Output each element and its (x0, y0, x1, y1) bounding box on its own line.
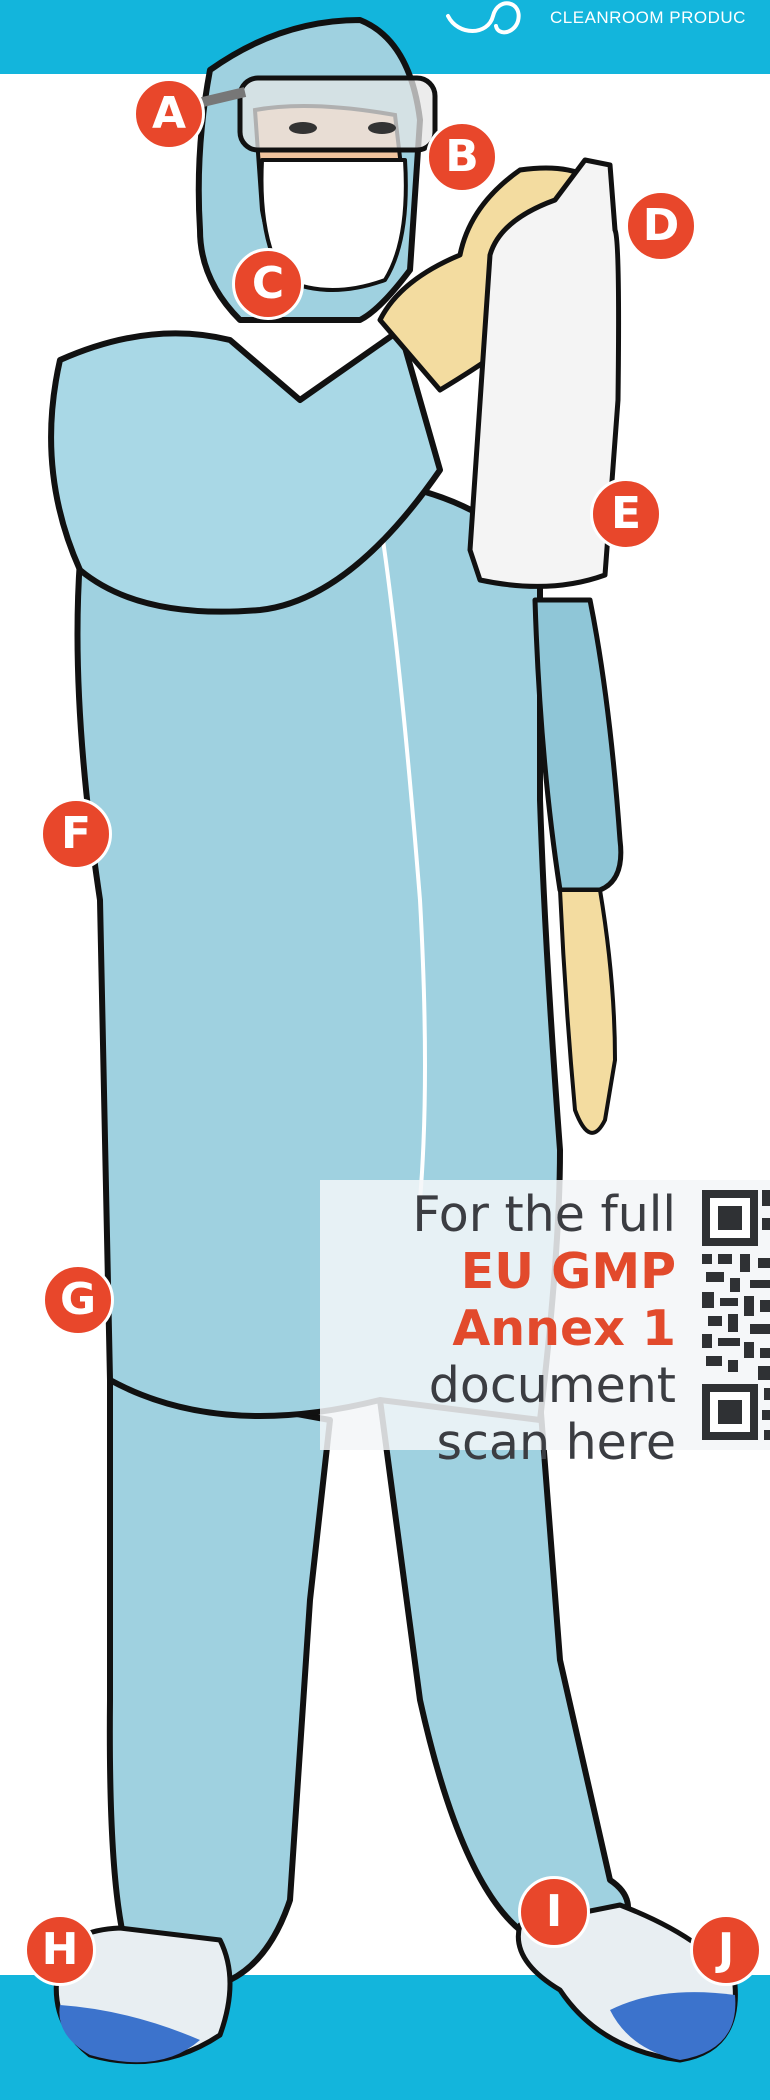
qr-callout-line2: EU GMP (320, 1243, 676, 1300)
marker-h: H (24, 1914, 96, 1986)
marker-j: J (690, 1914, 762, 1986)
qr-code-icon[interactable] (700, 1188, 770, 1448)
qr-callout-line1: For the full (320, 1186, 676, 1243)
marker-c: C (232, 248, 304, 320)
qr-callout-line5: scan here (320, 1414, 676, 1471)
marker-d: D (625, 190, 697, 262)
marker-a: A (133, 78, 205, 150)
qr-callout-text: For the full EU GMP Annex 1 document sca… (320, 1186, 676, 1471)
marker-b: B (426, 121, 498, 193)
marker-f: F (40, 798, 112, 870)
marker-e: E (590, 478, 662, 550)
marker-i: I (518, 1876, 590, 1948)
qr-callout-line3: Annex 1 (320, 1300, 676, 1357)
marker-g: G (42, 1264, 114, 1336)
qr-callout-line4: document (320, 1357, 676, 1414)
